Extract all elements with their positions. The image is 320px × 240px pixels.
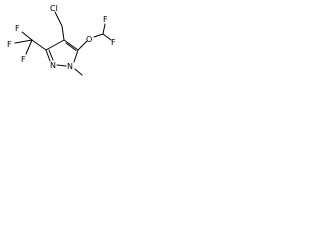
bond-cf3-f-top (21, 31, 33, 41)
atom-f-chf2-top-label: F (103, 15, 108, 24)
bond-chf2-f-bottom (102, 33, 112, 41)
bond-c5-n1 (73, 49, 79, 63)
atom-labels: Cl O F F F F F N N (7, 4, 116, 71)
bond-o-chf2 (93, 33, 104, 38)
bond-c4-c5-double (65, 42, 77, 51)
bond-c5-o (77, 40, 88, 51)
bond-cf3-f-bottom (25, 39, 33, 55)
atom-n-ring-label: N (50, 61, 56, 70)
bond-clch2-ch2 (54, 11, 63, 27)
atom-f-cf3-top-label: F (15, 24, 20, 33)
atom-f-chf2-bottom-label: F (111, 38, 116, 47)
bond-n1-methyl (74, 68, 83, 76)
atom-f-cf3-bottom-label: F (21, 55, 26, 64)
atom-cl-label: Cl (50, 4, 58, 13)
bond-cf3-f-left (14, 39, 33, 44)
bond-n2-c3 (45, 49, 51, 62)
bond-lines (14, 11, 112, 76)
bond-n2-c3-double (48, 49, 54, 61)
bond-n1-n2 (56, 64, 67, 67)
bond-c3-cf3 (31, 39, 47, 51)
atom-o-label: O (86, 35, 92, 44)
bond-c3-c4 (45, 39, 65, 51)
bond-c4-c5 (63, 39, 79, 51)
bond-ch2-c4 (61, 25, 65, 41)
atom-f-cf3-left-label: F (7, 40, 12, 49)
atom-n-methyl-label: N (67, 62, 73, 71)
chemical-structure: Cl O F F F F F N N (7, 4, 116, 76)
bond-chf2-f-top (102, 23, 106, 35)
